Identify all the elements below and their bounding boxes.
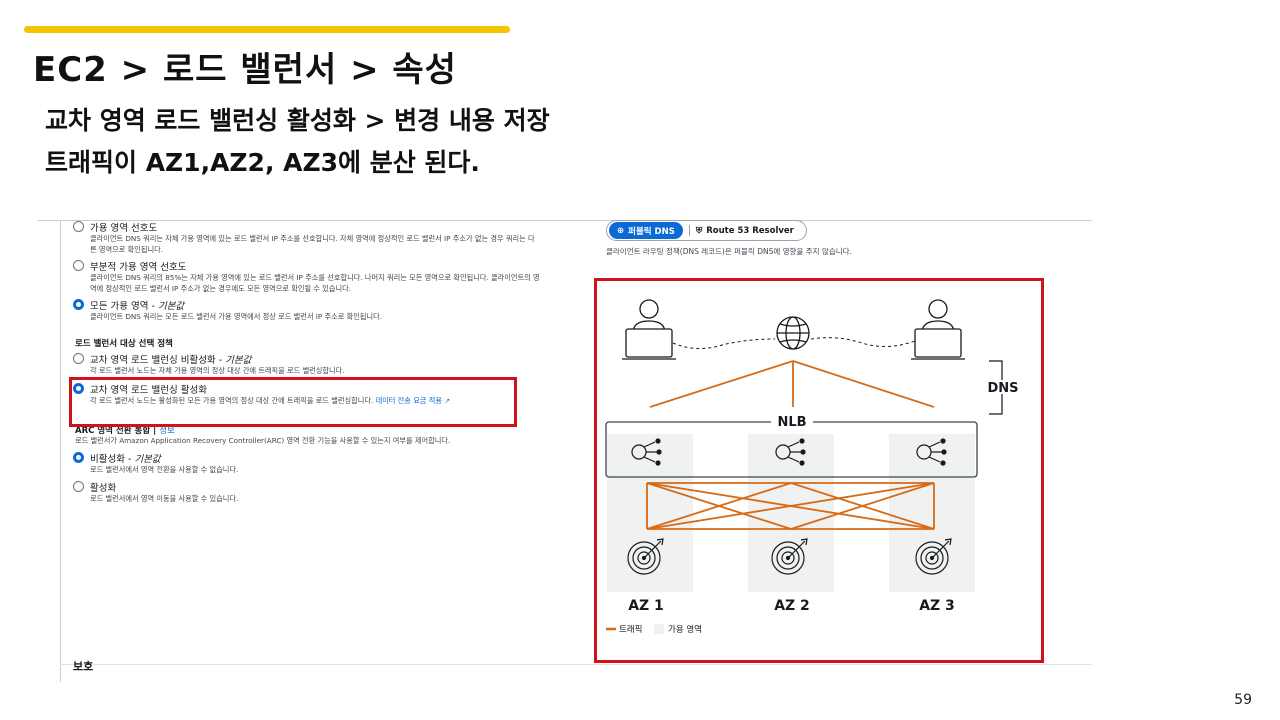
nlb-node-icon-2 [775,438,806,466]
arc-description: 로드 밸런서가 Amazon Application Recovery Cont… [75,436,451,445]
target-policy-heading: 로드 밸런서 대상 선택 정책 [75,339,173,349]
radio-button[interactable] [73,221,84,232]
option-label: 부분적 가용 영역 선호도 [90,262,187,273]
dns-traffic-lines [649,360,935,408]
globe-icon [776,316,810,350]
panel-left-border [60,220,61,682]
slide-title: EC2 > 로드 밸런서 > 속성 [33,50,457,90]
target-icon-3 [915,538,952,575]
target-icon-1 [627,538,664,575]
console-screenshot: 가용 영역 선호도 클라이언트 DNS 쿼리는 자체 가용 영역에 있는 로드 … [38,218,1092,682]
legend-traffic-label: 트래픽 [619,624,642,635]
slide-subtitle-2: 트래픽이 AZ1,AZ2, AZ3에 분산 된다. [45,148,480,177]
option-description: 로드 밸런서에서 영역 전환을 사용할 수 없습니다. [90,465,239,474]
radio-button-selected[interactable] [73,452,84,463]
az-label-2: AZ 2 [774,598,810,614]
client-link-left [672,338,776,349]
globe-icon: ⊕ [617,225,625,236]
slide-subtitle-1: 교차 영역 로드 밸런싱 활성화 > 변경 내용 저장 [45,106,550,135]
dns-bracket [989,360,1003,415]
radio-button[interactable] [73,260,84,271]
az-zone-2 [748,434,834,592]
resolver-icon: ⛨ [695,225,703,236]
cross-zone-traffic-lines [646,482,935,530]
dns-mode-toggle[interactable]: ⊕퍼블릭 DNS ⛨Route 53 Resolver [606,220,807,241]
cross-zone-diagram: NLB DNS [605,299,1021,635]
dns-label: DNS [987,381,1018,396]
option-label: 활성화 [90,483,117,494]
public-dns-segment[interactable]: ⊕퍼블릭 DNS [609,222,683,239]
radio-button[interactable] [73,481,84,492]
option-description: 클라이언트 DNS 쿼리는 모든 로드 밸런서 가용 영역에서 정상 로드 밸런… [90,312,382,321]
option-description: 로드 밸런서에서 영역 이동을 사용할 수 있습니다. [90,494,239,503]
nlb-label: NLB [777,415,806,430]
highlight-diagram [594,278,1044,663]
user-icon-right [911,299,965,360]
panel-divider [60,664,1092,665]
segment-divider [688,225,690,236]
option-label: 가용 영역 선호도 [90,223,158,234]
target-icon-2 [771,538,808,575]
panel-top-border [38,220,1092,221]
az-zone-3 [889,434,975,592]
az-label-1: AZ 1 [628,598,664,614]
option-label: 비활성화 - 기본값 [90,454,161,465]
data-transfer-fee-link[interactable]: 데이터 전송 요금 적용 [375,396,442,405]
radio-button-selected[interactable] [73,299,84,310]
az-label-3: AZ 3 [919,598,955,614]
option-description: 각 로드 밸런서 노드는 자체 가용 영역의 정상 대상 간에 트래픽을 로드 … [90,366,345,375]
protection-heading: 보호 [73,660,94,673]
page-number: 59 [1234,692,1252,708]
option-label: 교차 영역 로드 밸런싱 활성화 [90,385,207,396]
radio-button-selected[interactable] [73,383,84,394]
option-label: 교차 영역 로드 밸런싱 비활성화 - 기본값 [90,355,252,366]
dns-toggle-description: 클라이언트 라우팅 정책(DNS 레코드)은 퍼블릭 DNS에 영향을 주지 않… [606,247,852,256]
arc-info-link[interactable]: 정보 [159,426,175,436]
route53-resolver-segment[interactable]: ⛨Route 53 Resolver [695,225,794,236]
option-description: 각 로드 밸런서 노드는 활성화된 모든 가용 영역의 정상 대상 간에 트래픽… [90,396,451,405]
nlb-label-bg [771,411,813,431]
nlb-node-icon-1 [631,438,662,466]
option-label: 모든 가용 영역 - 기본값 [90,301,185,312]
legend-zone-swatch [654,624,664,634]
legend-zone-label: 가용 영역 [668,624,702,635]
radio-button[interactable] [73,353,84,364]
arc-heading: ARC 영역 전환 통합 | 정보 [75,426,175,436]
accent-bar [24,26,510,33]
highlight-cross-zone-option [69,377,517,427]
option-description: 클라이언트 DNS 쿼리는 자체 가용 영역에 있는 로드 밸런서 IP 주소를… [90,234,535,254]
external-link-icon: ↗ [444,396,451,405]
option-description: 클라이언트 DNS 쿼리의 85%는 자체 가용 영역에 있는 로드 밸런서 I… [90,273,540,293]
user-icon-left [622,299,676,360]
nlb-node-icon-3 [916,438,947,466]
